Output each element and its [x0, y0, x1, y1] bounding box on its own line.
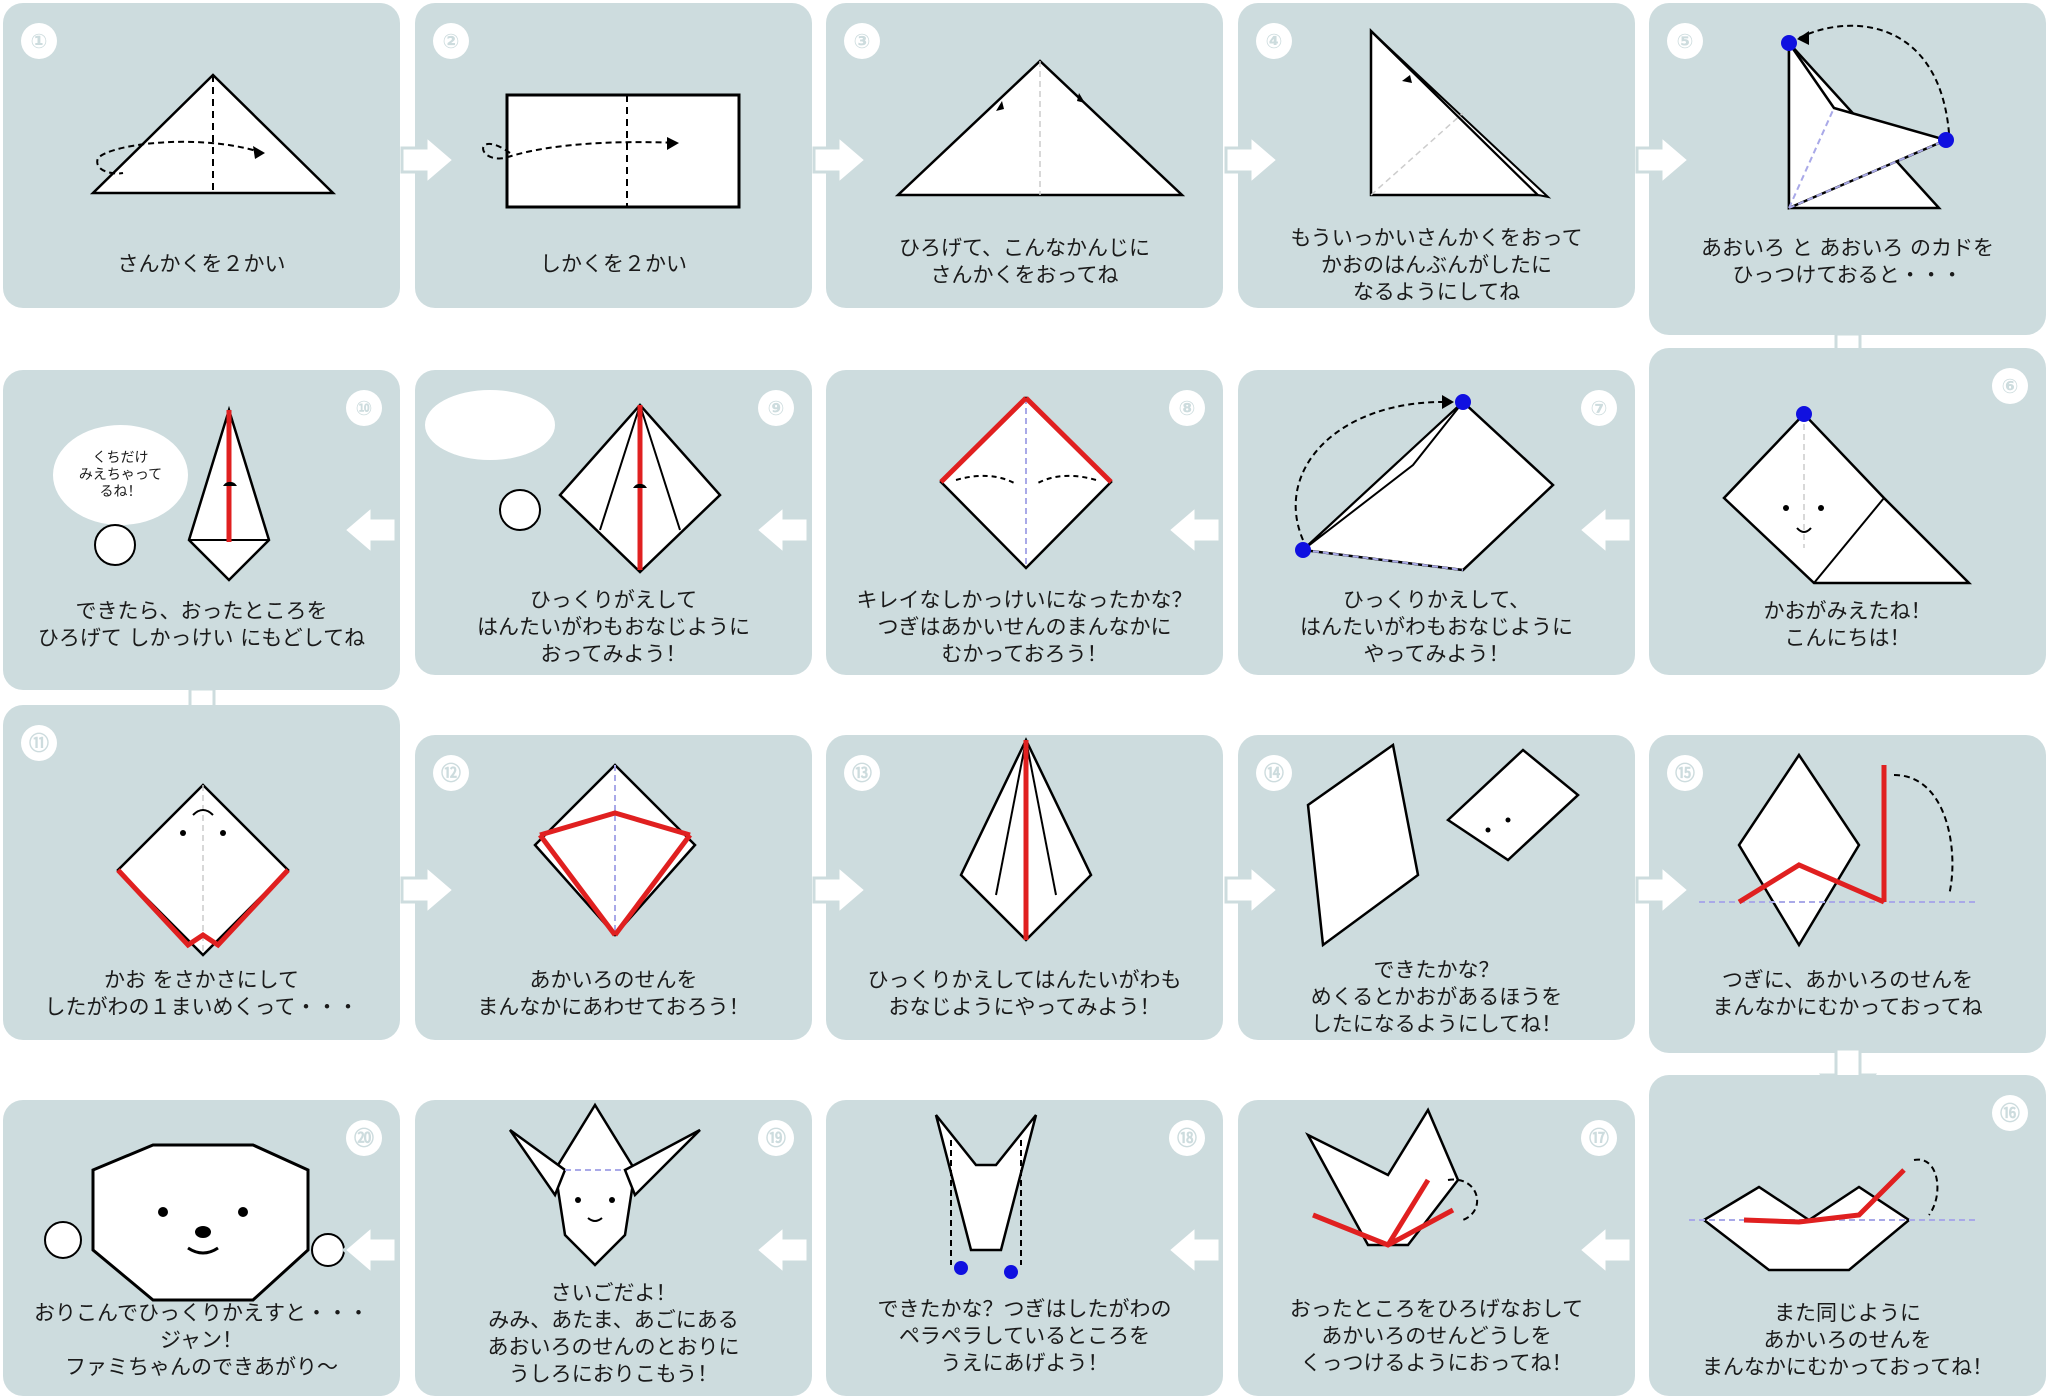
arrow-right-icon [398, 130, 458, 190]
arrow-right-icon [810, 860, 870, 920]
step-card-2: ② しかくを２かい [415, 3, 812, 308]
illustration-upside-down-face [3, 705, 400, 975]
illustration-square-fold [415, 3, 812, 218]
step-card-3: ③ ひろげて、こんなかんじに さんかくをおってね [826, 3, 1223, 308]
blue-corner-dot [1295, 542, 1311, 558]
step-caption: あかいろのせんを まんなかにあわせておろう！ [425, 967, 802, 1021]
blue-corner-dot [1796, 406, 1812, 422]
step-card-13: ⑬ ひっくりかえしてはんたいがわも おなじようにやってみよう！ [826, 735, 1223, 1040]
step-caption: ひっくりかえしてはんたいがわも おなじようにやってみよう！ [836, 967, 1213, 1021]
arrow-left-icon [752, 500, 812, 560]
step-card-16: ⑯ また同じように あかいろのせんを まんなかにむかっておってね！ [1649, 1075, 2046, 1396]
step-caption: あおいろ と あおいろ のカドを ひっつけておると・・・ [1659, 235, 2036, 289]
step-caption: キレイなしかっけいになったかな？ つぎはあかいせんのまんなかに むかっておろう！ [836, 587, 1213, 668]
illustration-red-zigzag [1649, 1075, 2046, 1305]
illustration-lift-flaps [826, 1100, 1223, 1315]
step-caption: ひろげて、こんなかんじに さんかくをおってね [836, 235, 1213, 289]
step-caption: おりこんでひっくりかえすと・・・ ジャン！ ファミちゃんのできあがり〜 [13, 1300, 390, 1381]
arrow-left-icon [340, 500, 400, 560]
illustration-unfolded-triangle [826, 3, 1223, 218]
step-caption: つぎに、あかいろのせんを まんなかにむかっておってね [1659, 967, 2036, 1021]
arrow-right-icon [1222, 130, 1282, 190]
blue-corner-dot [1004, 1265, 1018, 1279]
step-caption: ひっくりがえして はんたいがわもおなじように おってみよう！ [425, 587, 802, 668]
step-caption: さんかくを２かい [13, 251, 390, 278]
step-caption: できたかな？つぎはしたがわの ペラペラしているところを うえにあげよう！ [836, 1296, 1213, 1377]
step-caption: かおがみえたね！ こんにちは！ [1659, 598, 2036, 652]
arrow-right-icon [398, 860, 458, 920]
arrow-right-icon [1633, 860, 1693, 920]
step-card-6: ⑥ かおがみえたね！ こんにちは！ [1649, 348, 2046, 675]
step-card-14: ⑭ できたかな？ めくるとかおがあるほうを したになるようにしてね！ [1238, 735, 1635, 1040]
illustration-join-red-lines [1238, 1100, 1635, 1315]
step-caption: また同じように あかいろのせんを まんなかにむかっておってね！ [1659, 1300, 2036, 1381]
step-card-11: ⑪ かお をさかさにして したがわの１まいめくって・・・ [3, 705, 400, 1040]
step-card-1: ① さんかくを２かい [3, 3, 400, 308]
arrow-right-icon [810, 130, 870, 190]
step-card-15: ⑮ つぎに、あかいろのせんを まんなかにむかっておってね [1649, 735, 2046, 1053]
step-card-5: ⑤ あおいろ と あおいろ のカドを ひっつけておると・・・ [1649, 3, 2046, 335]
arrow-left-icon [1164, 500, 1224, 560]
illustration-finished-bear [3, 1100, 400, 1315]
step-card-4: ④ もういっかいさんかくをおって かおのはんぶんがしたに なるようにしてね [1238, 3, 1635, 308]
arrow-left-icon [340, 1220, 400, 1280]
blue-corner-dot [1938, 132, 1954, 148]
illustration-triangle-fold [3, 3, 400, 218]
illustration-red-to-center [415, 735, 812, 950]
arrow-right-icon [1633, 130, 1693, 190]
illustration-face-appears [1649, 348, 2046, 588]
step-caption: できたら、おったところを ひろげて しかっけい にもどしてね [13, 598, 390, 652]
step-caption: しかくを２かい [425, 251, 802, 278]
step-caption: できたかな？ めくるとかおがあるほうを したになるようにしてね！ [1248, 957, 1625, 1038]
arrow-left-icon [752, 1220, 812, 1280]
arrow-left-icon [1575, 500, 1635, 560]
illustration-red-angle [1649, 735, 2046, 965]
blue-corner-dot [1455, 394, 1471, 410]
arrow-left-icon [1164, 1220, 1224, 1280]
step-caption: ひっくりかえして、 はんたいがわもおなじように やってみよう！ [1248, 587, 1625, 668]
blue-corner-dot [954, 1261, 968, 1275]
step-card-12: ⑫ あかいろのせんを まんなかにあわせておろう！ [415, 735, 812, 1040]
illustration-blue-corners [1649, 3, 2046, 233]
illustration-half-face-triangle [1238, 3, 1635, 218]
step-caption: さいごだよ！ みみ、あたま、あごにある あおいろのせんのとおりに うしろにおりこ… [425, 1280, 802, 1388]
arrow-right-icon [1222, 860, 1282, 920]
blue-corner-dot [1781, 35, 1797, 51]
step-caption: おったところをひろげなおして あかいろのせんどうしを くっつけるようにおってね！ [1248, 1296, 1625, 1377]
step-caption: かお をさかさにして したがわの１まいめくって・・・ [13, 967, 390, 1021]
illustration-two-views [1238, 735, 1635, 950]
illustration-long-kite [826, 735, 1223, 950]
step-caption: もういっかいさんかくをおって かおのはんぶんがしたに なるようにしてね [1248, 225, 1625, 306]
arrow-left-icon [1575, 1220, 1635, 1280]
